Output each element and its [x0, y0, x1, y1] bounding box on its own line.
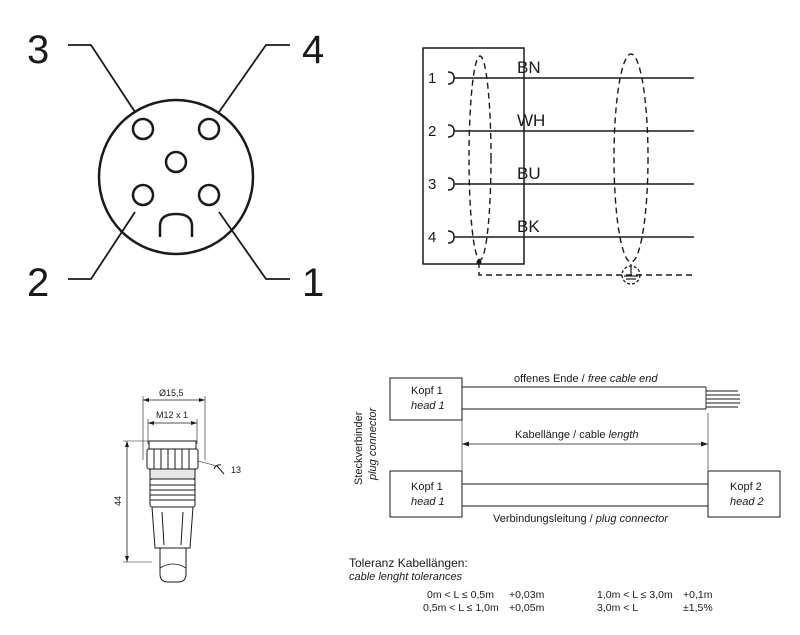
tol-row1-range1: 0m < L ≤ 0,5m: [427, 589, 494, 601]
wiring-diagram: 1 2 3 4 BN WH BU BK: [422, 47, 694, 285]
head-1-bottom-de: Kopf 1: [411, 481, 443, 493]
wiring-pin-label-2: 2: [428, 123, 436, 140]
ground-icon: [624, 264, 638, 280]
wiring-pin-label-4: 4: [428, 229, 436, 246]
shield-ellipse-right: [613, 53, 649, 263]
length-label: 44: [113, 496, 123, 506]
pin-socket-2: [131, 183, 155, 207]
wrench-size-label: 13: [231, 465, 241, 475]
tolerances-title: Toleranz Kabellängen:: [349, 556, 468, 570]
connection-cable-label: Verbindungsleitung / plug connector: [493, 513, 669, 525]
connector-face-outline: [97, 98, 255, 256]
wire-color-bu: BU: [517, 164, 541, 183]
coding-key: [158, 212, 194, 237]
pin-number-1: 1: [302, 261, 324, 305]
contact-bracket-4: [447, 230, 455, 244]
head-2-de: Kopf 2: [730, 481, 762, 493]
shield-ellipse-left: [468, 55, 492, 261]
tol-row2-range2: 3,0m < L: [597, 602, 638, 614]
cable-length-label: Kabellänge / cable length: [515, 429, 639, 441]
leader-line-2: [68, 211, 136, 280]
tol-row2-val2: ±1,5%: [683, 602, 713, 614]
contact-bracket-3: [447, 177, 455, 191]
head-1-top-de: Kopf 1: [411, 385, 443, 397]
free-cable-strands: [705, 387, 740, 409]
cable-assembly-diagram: Steckverbinder plug connector Kopf 1 hea…: [353, 373, 781, 525]
tol-row2-val1: +0,05m: [509, 602, 545, 614]
diameter-label: Ø15,5: [159, 388, 184, 398]
pin-face-view: 3 4 2 1: [27, 28, 324, 305]
cable-tolerances: Toleranz Kabellängen: cable lenght toler…: [349, 556, 713, 614]
contact-bracket-1: [447, 71, 455, 85]
leader-line-4: [218, 44, 290, 113]
connector-housing-box: [422, 47, 525, 265]
wire-color-wh: WH: [517, 111, 545, 130]
pin-socket-4: [197, 117, 221, 141]
pin-number-3: 3: [27, 28, 49, 72]
contact-bracket-2: [447, 124, 455, 138]
pin-socket-3: [131, 117, 155, 141]
tolerances-subtitle: cable lenght tolerances: [349, 571, 463, 583]
thread-label: M12 x 1: [156, 410, 188, 420]
tol-row1-val2: +0,1m: [683, 589, 713, 601]
head-2-box: [707, 470, 781, 518]
wiring-pin-label-1: 1: [428, 70, 436, 87]
connector-body: [146, 440, 199, 583]
pin-socket-1: [197, 183, 221, 207]
tol-row1-val1: +0,03m: [509, 589, 545, 601]
head-1-box-bottom: [389, 470, 463, 518]
head-1-bottom-en: head 1: [411, 496, 445, 508]
side-label-en: plug connector: [367, 407, 379, 481]
wrench-icon: [197, 460, 225, 475]
pin-number-4: 4: [302, 28, 324, 72]
tol-row1-range2: 1,0m < L ≤ 3,0m: [597, 589, 673, 601]
pin-socket-center: [164, 150, 188, 174]
pin-number-2: 2: [27, 261, 49, 305]
free-end-label-de: offenes Ende / free cable end: [514, 373, 658, 385]
wire-color-bk: BK: [517, 217, 540, 236]
connector-dimension-drawing: Ø15,5 M12 x 1 44: [113, 388, 241, 583]
leader-line-3: [68, 44, 136, 113]
head-2-en: head 2: [730, 496, 764, 508]
head-1-top-en: head 1: [411, 400, 445, 412]
tol-row2-range1: 0,5m < L ≤ 1,0m: [423, 602, 499, 614]
head-1-box-top: [389, 377, 463, 421]
side-label-de: Steckverbinder: [353, 411, 365, 485]
wire-color-bn: BN: [517, 58, 541, 77]
shield-drain-line: [478, 262, 694, 276]
wiring-pin-label-3: 3: [428, 176, 436, 193]
leader-line-1: [218, 211, 290, 280]
